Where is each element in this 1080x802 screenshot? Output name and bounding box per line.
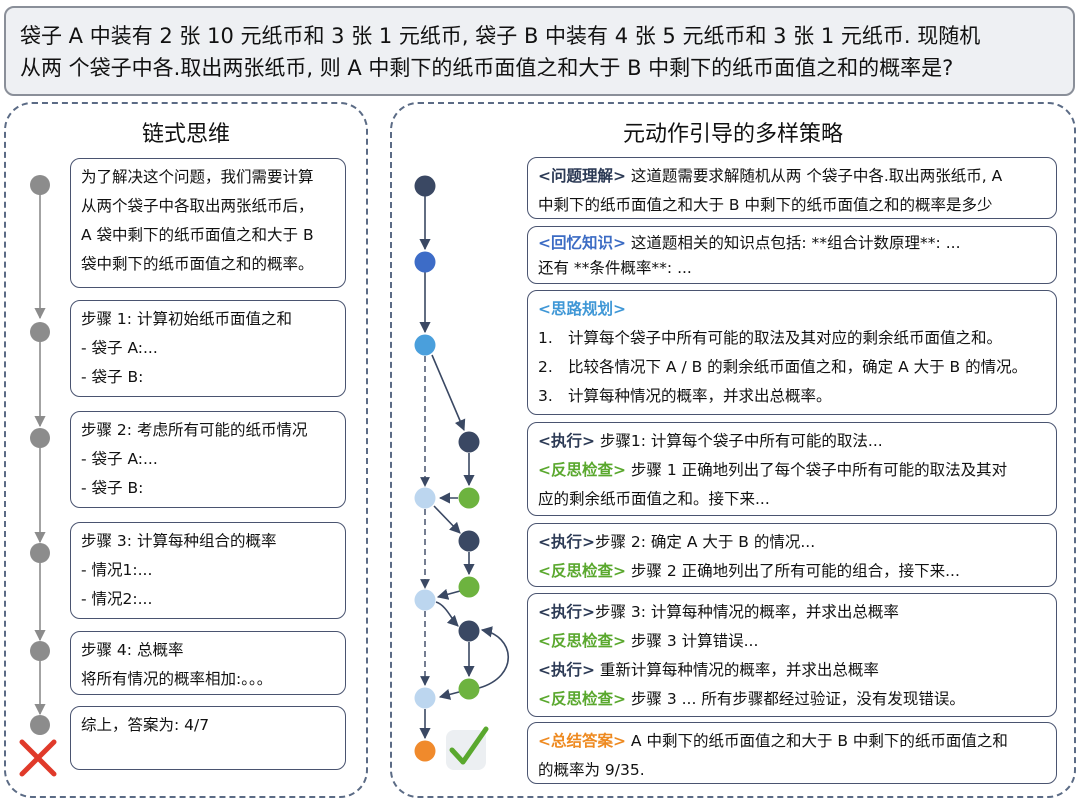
cot-intro-line: A 袋中剩下的纸币面值之和大于 B [81,226,314,244]
cot-step1-title: 步骤 1: 计算初始纸币面值之和 [81,310,292,328]
chain-of-thought-panel [4,102,368,798]
problem-understanding-text: 这道题需要求解随机从两 个袋子中各.取出两张纸币, A [625,167,1003,185]
reflect-check-tag: <反思检查> [538,690,626,708]
summary-answer-tag: <总结答案> [538,732,626,750]
execute-step2-box: <执行>步骤 2: 确定 A 大于 B 的情况... <反思检查> 步骤 2 正… [527,523,1057,587]
meta-node-answer [414,740,436,762]
problem-understanding-text: 中剩下的纸币面值之和大于 B 中剩下的纸币面值之和的概率是多少 [538,196,993,214]
problem-understanding-box: <问题理解> 这道题需要求解随机从两 个袋子中各.取出两张纸币, A 中剩下的纸… [527,157,1057,219]
question-box: 袋子 A 中装有 2 张 10 元纸币和 3 张 1 元纸币, 袋子 B 中装有… [4,6,1075,96]
reflect-check-text: 步骤 2 正确地列出了所有可能的组合，接下来... [625,562,960,580]
red-cross-icon [19,739,57,777]
plan-item: 2.比较各情况下 A / B 的剩余纸币面值之和，确定 A 大于 B 的情况。 [538,358,1028,376]
cot-step3-title: 步骤 3: 计算每种组合的概率 [81,532,277,550]
execute-tag: <执行> [538,661,595,679]
reflect-check-text: 步骤 1 正确地列出了每个袋子中所有可能的取法及其对 [625,461,1008,479]
cot-step4-title: 步骤 4: 总概率 [81,641,184,659]
recall-knowledge-text: 这道题相关的知识点包括: **组合计数原理**: ... [625,234,961,252]
execute-step1-box: <执行> 步骤1: 计算每个袋子中所有可能的取法... <反思检查> 步骤 1 … [527,422,1057,516]
meta-node-state3 [414,687,436,709]
reflect-check-text: 应的剩余纸币面值之和。接下来... [538,490,770,508]
cot-node-6 [30,715,50,735]
reflect-check-text: 步骤 3 ... 所有步骤都经过验证，没有发现错误。 [625,690,965,708]
reflect-check-tag: <反思检查> [538,562,626,580]
reflect-check-tag: <反思检查> [538,461,626,479]
question-line-2: 从两 个袋子中各.取出两张纸币, 则 A 中剩下的纸币面值之和大于 B 中剩下的… [20,56,954,80]
green-check-icon [446,726,489,770]
execute-step3-box: <执行>步骤 3: 计算每种情况的概率，并求出总概率 <反思检查> 步骤 3 计… [527,593,1057,717]
cot-node-3 [30,428,50,448]
summary-answer-text: A 中剩下的纸币面值之和大于 B 中剩下的纸币面值之和 [625,732,1008,750]
meta-node-state2 [414,589,436,611]
execute-tag: <执行> [538,603,595,621]
cot-node-2 [30,322,50,342]
execute-tag: <执行> [538,432,595,450]
cot-answer-box: 综上，答案为: 4/7 [70,706,346,770]
execute-tag: <执行> [538,533,595,551]
cot-node-4 [30,543,50,563]
cot-step2-box: 步骤 2: 考虑所有可能的纸币情况 - 袋子 A:... - 袋子 B: [70,411,346,508]
meta-node-check1 [458,487,480,509]
cot-step4-line: 将所有情况的概率相加:。。。 [81,670,273,688]
meta-node-check2 [458,576,480,598]
meta-node-plan [414,334,436,356]
summary-answer-box: <总结答案> A 中剩下的纸币面值之和大于 B 中剩下的纸币面值之和 的概率为 … [527,722,1057,784]
meta-action-title: 元动作引导的多样策略 [622,122,843,147]
meta-action-panel [390,102,1076,798]
summary-answer-text: 的概率为 9/35. [538,761,645,779]
meta-node-understand [414,175,436,197]
cot-step2-line: - 袋子 A:... [81,450,158,468]
cot-intro-box: 为了解决这个问题，我们需要计算 从两个袋子中各取出两张纸币后， A 袋中剩下的纸… [70,158,346,288]
cot-step1-line: - 袋子 B: [81,368,144,386]
cot-step2-line: - 袋子 B: [81,479,144,497]
cot-step2-title: 步骤 2: 考虑所有可能的纸币情况 [81,421,308,439]
meta-node-exec2 [458,530,480,552]
plan-item: 3.计算每种情况的概率，并求出总概率。 [538,387,832,405]
plan-item: 1.计算每个袋子中所有可能的取法及其对应的剩余纸币面值之和。 [538,329,1003,347]
meta-node-exec3 [458,620,480,642]
reflect-check-tag: <反思检查> [538,632,626,650]
cot-step1-box: 步骤 1: 计算初始纸币面值之和 - 袋子 A:... - 袋子 B: [70,300,346,397]
recall-knowledge-text: 还有 **条件概率**: ... [538,259,692,277]
cot-intro-line: 袋中剩下的纸币面值之和的概率。 [81,255,314,273]
cot-intro-line: 从两个袋子中各取出两张纸币后， [81,197,314,215]
execute-text: 步骤1: 计算每个袋子中所有可能的取法... [594,432,883,450]
recall-knowledge-tag: <回忆知识> [538,234,626,252]
cot-step4-box: 步骤 4: 总概率 将所有情况的概率相加:。。。 [70,631,346,695]
execute-text: 重新计算每种情况的概率，并求出总概率 [594,661,879,679]
plan-tag: <思路规划> [538,300,626,318]
execute-text: 步骤 3: 计算每种情况的概率，并求出总概率 [594,603,899,621]
cot-node-1 [30,175,50,195]
cot-step1-line: - 袋子 A:... [81,339,158,357]
reflect-check-text: 步骤 3 计算错误... [625,632,759,650]
question-line-1: 袋子 A 中装有 2 张 10 元纸币和 3 张 1 元纸币, 袋子 B 中装有… [20,24,981,48]
cot-answer-text: 综上，答案为: 4/7 [81,716,210,734]
meta-node-exec1 [458,431,480,453]
meta-node-recall [414,251,436,273]
chain-of-thought-title: 链式思维 [141,122,230,147]
meta-node-check3 [458,678,480,700]
recall-knowledge-box: <回忆知识> 这道题相关的知识点包括: **组合计数原理**: ... 还有 *… [527,226,1057,284]
cot-intro-line: 为了解决这个问题，我们需要计算 [81,168,314,186]
problem-understanding-tag: <问题理解> [538,167,626,185]
cot-step3-line: - 情况2:... [81,590,153,608]
cot-node-5 [30,641,50,661]
cot-step3-line: - 情况1:... [81,561,153,579]
cot-step3-box: 步骤 3: 计算每种组合的概率 - 情况1:... - 情况2:... [70,522,346,619]
meta-node-state1 [414,487,436,509]
execute-text: 步骤 2: 确定 A 大于 B 的情况... [594,533,816,551]
plan-box: <思路规划> 1.计算每个袋子中所有可能的取法及其对应的剩余纸币面值之和。 2.… [527,290,1057,415]
